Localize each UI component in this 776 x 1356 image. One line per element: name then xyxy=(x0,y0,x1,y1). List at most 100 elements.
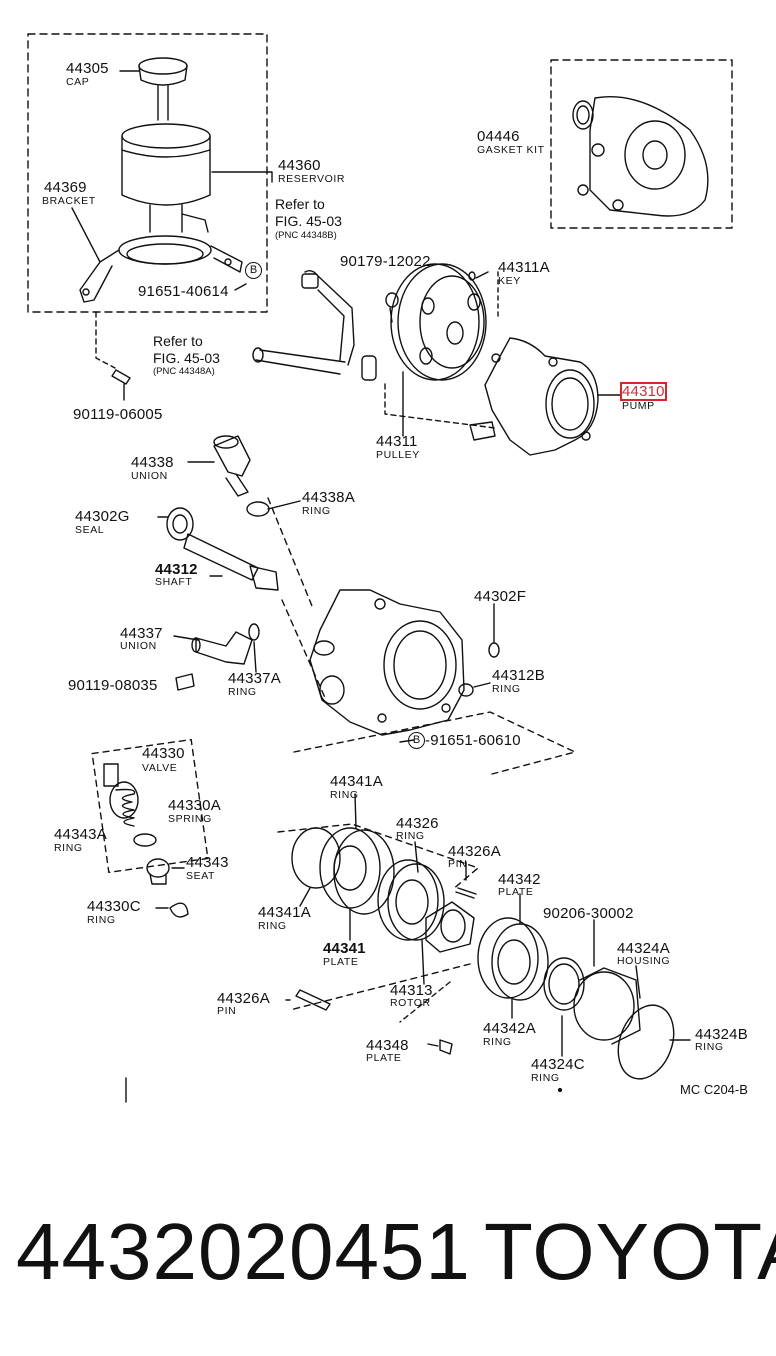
label-44343-number: 44343 xyxy=(186,854,229,871)
label-44343a-name: RING xyxy=(54,842,83,854)
footer-part-number: 4432020451 xyxy=(16,1207,471,1296)
plate-44342-drawing xyxy=(477,917,549,1001)
plate-44341-drawing xyxy=(319,827,395,915)
label-44302f: 44302F xyxy=(474,588,527,605)
bolt-90119-08035-drawing xyxy=(175,673,195,691)
label-44324a-name: HOUSING xyxy=(617,955,671,967)
union-44337-drawing xyxy=(191,623,260,665)
label-44310-number-highlighted[interactable]: 44310 xyxy=(620,382,667,401)
label-44326a-bottom-number: 44326A xyxy=(217,990,270,1007)
label-44324c-name: RING xyxy=(531,1072,560,1084)
ref2-line1: Refer to xyxy=(153,333,203,349)
label-44330c-name: RING xyxy=(87,914,116,926)
label-44342-name: PLATE xyxy=(498,886,534,898)
return-hose-drawing xyxy=(252,269,377,381)
ref1-line2: FIG. 45-03 xyxy=(275,213,342,229)
label-44330-number: 44330 xyxy=(142,745,185,762)
gasket-kit-group-box xyxy=(550,59,733,229)
label-44312-name: SHAFT xyxy=(155,576,193,588)
spring-drawing xyxy=(115,788,136,827)
label-44326a-top-number: 44326A xyxy=(448,843,501,860)
label-44312b-number: 44312B xyxy=(492,667,545,684)
figure-code: MC C204-B xyxy=(680,1082,748,1097)
label-44324b-name: RING xyxy=(695,1041,724,1053)
label-44311-number: 44311 xyxy=(376,433,418,450)
circle-b-marker-2: B xyxy=(408,732,425,749)
pump-drawing xyxy=(469,337,599,456)
label-44341-name: PLATE xyxy=(323,956,359,968)
label-44311a-number: 44311A xyxy=(498,259,550,276)
label-44341a-top-name: RING xyxy=(330,789,359,801)
label-44341a-top-number: 44341A xyxy=(330,773,383,790)
ring-44341a-drawing xyxy=(291,827,341,889)
seal-drawing xyxy=(166,507,194,541)
reservoir-drawing xyxy=(121,123,211,233)
label-44369-name: BRACKET xyxy=(42,195,96,207)
label-44312-number: 44312 xyxy=(155,561,198,578)
valve-group-box xyxy=(91,738,209,874)
label-44326a-top-name: PIN xyxy=(448,858,468,870)
label-44337a-name: RING xyxy=(228,686,257,698)
label-44338-number: 44338 xyxy=(131,454,174,471)
label-90119-08035: 90119-08035 xyxy=(68,677,158,694)
label-44324a-number: 44324A xyxy=(617,940,670,957)
label-90179-12022: 90179-12022 xyxy=(340,253,431,270)
housing-drawing xyxy=(573,967,641,1045)
label-44302g-number: 44302G xyxy=(75,508,130,525)
label-44341a-bottom-number: 44341A xyxy=(258,904,311,921)
label-44330a-number: 44330A xyxy=(168,797,221,814)
label-90119-06005: 90119-06005 xyxy=(73,406,163,423)
label-44324c-number: 44324C xyxy=(531,1056,585,1073)
circle-b-marker: B xyxy=(245,262,262,279)
pump-body-drawing xyxy=(309,589,465,736)
reservoir-group-box xyxy=(27,33,268,313)
label-44313-number: 44313 xyxy=(390,982,433,999)
label-44343-name: SEAT xyxy=(186,870,216,882)
label-44348-number: 44348 xyxy=(366,1037,409,1054)
label-44324b-number: 44324B xyxy=(695,1026,748,1043)
bolt-90119-06005-drawing xyxy=(111,369,131,401)
label-91651-40614: 91651-40614 xyxy=(138,283,229,300)
label-44311-name: PULLEY xyxy=(376,449,420,461)
label-44302g-name: SEAL xyxy=(75,524,105,536)
footer-brand: TOYOTA xyxy=(484,1207,776,1296)
label-44326-name: RING xyxy=(396,830,425,842)
label-44338a-name: RING xyxy=(302,505,331,517)
label-44360-number: 44360 xyxy=(278,157,321,174)
label-44337a-number: 44337A xyxy=(228,670,281,687)
label-44369-number: 44369 xyxy=(44,179,87,196)
union-44338-drawing xyxy=(213,435,251,497)
label-04446-name: GASKET KIT xyxy=(477,144,545,156)
label-44312b-name: RING xyxy=(492,683,521,695)
label-44341-number: 44341 xyxy=(323,940,366,957)
bracket-drawing xyxy=(79,235,243,303)
label-44337-number: 44337 xyxy=(120,625,163,642)
label-44330c-number: 44330C xyxy=(87,898,141,915)
label-44360-name: RESERVOIR xyxy=(278,173,346,185)
label-44342-number: 44342 xyxy=(498,871,541,888)
ref1-line3: (PNC 44348B) xyxy=(275,230,337,241)
label-44348-name: PLATE xyxy=(366,1052,402,1064)
label-44342a-name: RING xyxy=(483,1036,512,1048)
label-44313-name: ROTOR xyxy=(390,997,431,1009)
label-44311a-name: KEY xyxy=(498,275,521,287)
label-44330a-name: SPRING xyxy=(168,813,212,825)
valve-drawing xyxy=(103,763,139,819)
ref2-line3: (PNC 44348A) xyxy=(153,366,215,377)
diagram-drawing xyxy=(27,33,733,1103)
label-44326-number: 44326 xyxy=(396,815,439,832)
ref1-line1: Refer to xyxy=(275,196,325,212)
label-44330-name: VALVE xyxy=(142,762,178,774)
rotor-drawing xyxy=(425,901,475,953)
label-44305-name: CAP xyxy=(66,76,90,88)
ref2-line2: FIG. 45-03 xyxy=(153,350,220,366)
label-44341a-bottom-name: RING xyxy=(258,920,287,932)
gasket-kit-drawing xyxy=(572,95,709,217)
label-44305-number: 44305 xyxy=(66,60,109,77)
ring-44326-drawing xyxy=(377,859,445,941)
label-90206-30002: 90206-30002 xyxy=(543,905,634,922)
label-44338-name: UNION xyxy=(131,470,168,482)
parts-diagram: 44305 CAP 44360 RESERVOIR 44369 BRACKET … xyxy=(27,33,748,1103)
label-44337-name: UNION xyxy=(120,640,157,652)
pulley-drawing xyxy=(390,263,487,381)
